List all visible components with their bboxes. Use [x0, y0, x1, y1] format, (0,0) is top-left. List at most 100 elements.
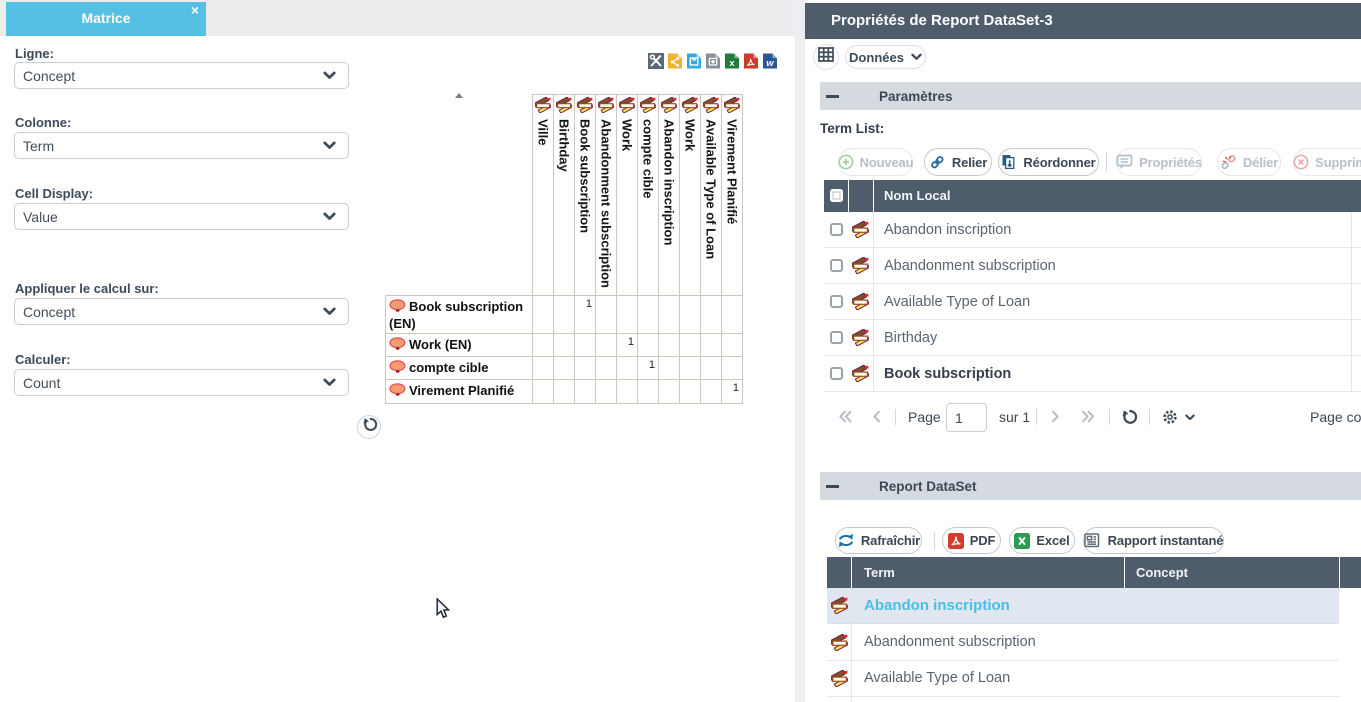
matrix-cell[interactable]	[617, 357, 638, 380]
matrix-column-header[interactable]: Abandon inscription	[659, 95, 680, 295]
grid-view-button[interactable]	[813, 44, 839, 70]
matrix-cell[interactable]	[554, 334, 575, 357]
tab-matrice[interactable]: Matrice ×	[6, 2, 206, 36]
column-header-concept[interactable]: Concept	[1136, 565, 1188, 580]
matrix-row-label[interactable]: Work (EN)	[386, 334, 533, 357]
nouveau-button[interactable]: Nouveau	[838, 148, 914, 176]
next-page-button[interactable]	[1051, 410, 1060, 423]
matrix-column-header[interactable]: compte cible	[638, 95, 659, 295]
refresh-button[interactable]	[1120, 408, 1138, 426]
matrix-column-header[interactable]: Work	[680, 95, 701, 295]
field-select-appliquer-le-calcul-sur[interactable]: Concept	[14, 298, 349, 325]
d-lier-button[interactable]: Délier	[1217, 148, 1281, 176]
data-menu-button[interactable]: Données	[845, 45, 926, 69]
report-dataset-row[interactable]: Abandon inscription	[827, 588, 1339, 625]
matrix-cell[interactable]	[701, 296, 722, 334]
first-page-button[interactable]	[838, 410, 852, 423]
matrix-cell[interactable]	[638, 380, 659, 404]
rafra-chir-button[interactable]: Rafraîchir	[835, 527, 922, 554]
field-select-ligne[interactable]: Concept	[14, 62, 349, 89]
matrix-cell[interactable]	[659, 357, 680, 380]
matrix-cell[interactable]	[659, 334, 680, 357]
tools-icon[interactable]	[648, 53, 664, 69]
panel-divider[interactable]	[795, 0, 805, 702]
matrix-cell[interactable]: 1	[638, 357, 659, 380]
matrix-column-header[interactable]: Available Type of Loan	[701, 95, 722, 295]
matrix-cell[interactable]	[575, 334, 596, 357]
matrix-cell[interactable]	[701, 334, 722, 357]
word-icon[interactable]: w	[762, 53, 778, 69]
matrix-column-header[interactable]: Ville	[533, 95, 554, 295]
excel-icon[interactable]: x	[724, 53, 740, 69]
matrix-cell[interactable]	[701, 357, 722, 380]
matrix-cell[interactable]	[638, 334, 659, 357]
share-icon[interactable]	[667, 53, 683, 69]
matrix-cell[interactable]	[596, 296, 617, 334]
term-list-row[interactable]: Abandonment subscription	[824, 248, 1361, 284]
matrix-cell[interactable]	[554, 380, 575, 404]
last-page-button[interactable]	[1081, 410, 1095, 423]
matrix-cell[interactable]	[596, 380, 617, 404]
matrix-cell[interactable]	[722, 296, 743, 334]
matrix-cell[interactable]	[575, 380, 596, 404]
report-dataset-row[interactable]: Abandonment subscription	[827, 624, 1339, 661]
row-checkbox[interactable]	[830, 295, 843, 308]
matrix-cell[interactable]	[722, 357, 743, 380]
matrix-cell[interactable]	[533, 357, 554, 380]
matrix-cell[interactable]	[554, 357, 575, 380]
previous-page-button[interactable]	[872, 410, 881, 423]
snapshot-icon[interactable]	[705, 53, 721, 69]
matrix-cell[interactable]	[533, 380, 554, 404]
matrix-cell[interactable]: 1	[575, 296, 596, 334]
matrix-cell[interactable]	[596, 357, 617, 380]
save-icon[interactable]	[686, 53, 702, 69]
rapport-instantan--button[interactable]: Rapport instantané	[1083, 527, 1224, 554]
select-all-checkbox[interactable]	[830, 189, 843, 202]
term-list-row[interactable]: Available Type of Loan	[824, 284, 1361, 320]
matrix-cell[interactable]	[701, 380, 722, 404]
sort-ascending-icon[interactable]	[455, 93, 463, 98]
collapse-icon[interactable]	[826, 94, 839, 98]
matrix-cell[interactable]: 1	[722, 380, 743, 404]
matrix-cell[interactable]	[638, 296, 659, 334]
row-checkbox[interactable]	[830, 367, 843, 380]
matrix-row-label[interactable]: Virement Planifié	[386, 380, 533, 404]
column-header-term[interactable]: Term	[864, 565, 895, 580]
matrix-cell[interactable]: 1	[617, 334, 638, 357]
matrix-cell[interactable]	[680, 296, 701, 334]
matrix-cell[interactable]	[575, 357, 596, 380]
matrix-column-header[interactable]: Book subscription	[575, 95, 596, 295]
row-checkbox[interactable]	[830, 331, 843, 344]
close-icon[interactable]: ×	[190, 2, 199, 18]
supprimer-button[interactable]: Supprimer	[1293, 148, 1361, 176]
matrix-row-label[interactable]: Book subscription (EN)	[386, 296, 533, 334]
matrix-cell[interactable]	[722, 334, 743, 357]
matrix-column-header[interactable]: Birthday	[554, 95, 575, 295]
pdf-icon[interactable]	[743, 53, 759, 69]
matrix-column-header[interactable]: Abandonment subscription	[596, 95, 617, 295]
field-select-cell-display[interactable]: Value	[14, 203, 349, 230]
term-list-row[interactable]: Birthday	[824, 320, 1361, 356]
matrix-cell[interactable]	[554, 296, 575, 334]
page-number-input[interactable]: 1	[946, 403, 987, 432]
matrix-cell[interactable]	[533, 334, 554, 357]
column-header-nom-local[interactable]: Nom Local	[884, 188, 951, 203]
report-dataset-row[interactable]: Available Type of Loan	[827, 660, 1339, 698]
section-report-dataset[interactable]: Report DataSet	[820, 472, 1361, 500]
relier-button[interactable]: Relier	[924, 148, 992, 176]
matrix-cell[interactable]	[659, 380, 680, 404]
row-checkbox[interactable]	[830, 259, 843, 272]
propri-t-s-button[interactable]: Propriétés	[1116, 148, 1202, 176]
pdf-button[interactable]: PDF	[942, 527, 1001, 554]
field-select-colonne[interactable]: Term	[14, 132, 349, 159]
matrix-cell[interactable]	[617, 380, 638, 404]
matrix-cell[interactable]	[680, 357, 701, 380]
matrix-cell[interactable]	[533, 296, 554, 334]
collapse-icon[interactable]	[826, 484, 839, 488]
matrix-cell[interactable]	[680, 334, 701, 357]
matrix-cell[interactable]	[617, 296, 638, 334]
matrix-row-label[interactable]: compte cible	[386, 357, 533, 380]
section-parametres[interactable]: Paramètres	[820, 82, 1361, 110]
matrix-column-header[interactable]: Work	[617, 95, 638, 295]
field-select-calculer[interactable]: Count	[14, 369, 349, 396]
